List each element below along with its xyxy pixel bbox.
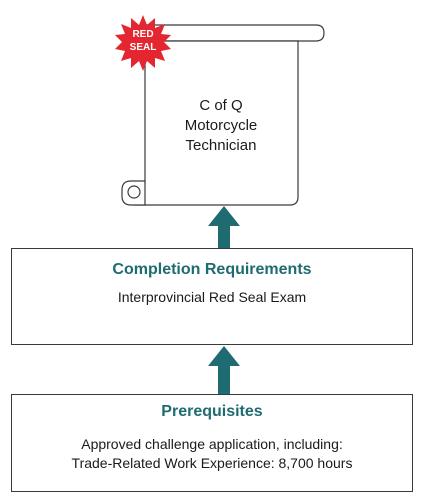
certificate-scroll: [121, 24, 325, 206]
certificate-line-3: Technician: [185, 137, 257, 154]
prerequisites-line-1: Approved challenge application, includin…: [81, 436, 343, 452]
arrow-up-icon: [208, 206, 240, 251]
arrow-up-icon: [208, 346, 240, 395]
completion-requirements-text: Interprovincial Red Seal Exam: [117, 289, 307, 305]
completion-requirements-title: Completion Requirements: [112, 261, 312, 278]
seal-label-line2: SEAL: [129, 42, 157, 53]
certificate-line-1: C of Q: [199, 97, 243, 114]
seal-label-line1: RED: [132, 29, 154, 40]
prerequisites-title: Prerequisites: [161, 403, 263, 420]
prerequisites-box: Prerequisites Approved challenge applica…: [11, 394, 413, 492]
certificate-line-2: Motorcycle: [184, 117, 258, 134]
completion-requirements-box: Completion Requirements Interprovincial …: [11, 248, 413, 345]
prerequisites-line-2: Trade-Related Work Experience: 8,700 hou…: [71, 455, 353, 471]
red-seal-icon: [115, 15, 171, 71]
